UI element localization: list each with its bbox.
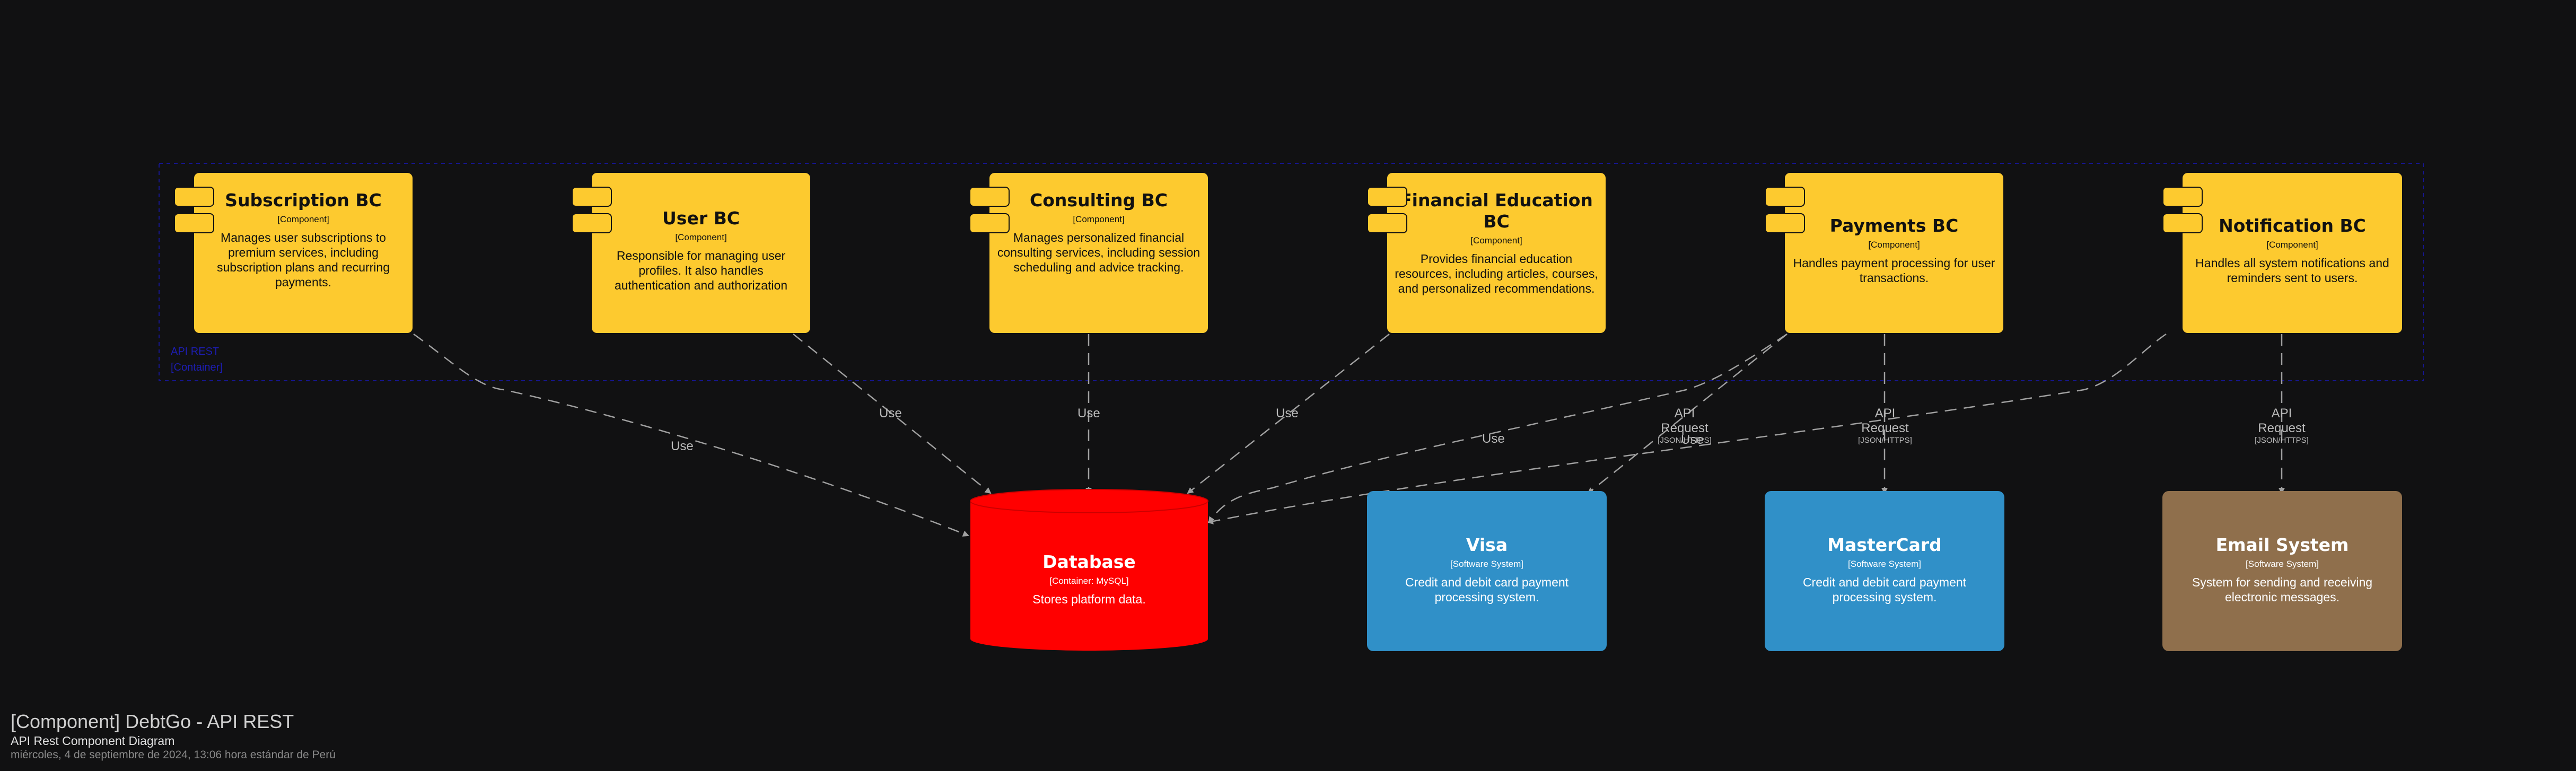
external-type: [Software System] [1450, 559, 1523, 569]
component-notification-bc[interactable]: Notification BC [Component] Handles all … [2162, 173, 2402, 333]
database-title: Database [1042, 551, 1136, 572]
component-description: Handles all system notifications and rem… [2195, 256, 2389, 285]
external-title: Email System [2215, 535, 2349, 555]
database-cylinder [970, 489, 1208, 651]
component-title: Notification BC [2219, 215, 2366, 236]
component-type: [Component] [1073, 214, 1125, 224]
external-title: Visa [1466, 535, 1508, 555]
component-description: Provides financial education resources, … [1395, 252, 1598, 295]
component-title: Consulting BC [1030, 190, 1168, 211]
edge-user-database [793, 334, 992, 494]
component-type: [Component] [675, 232, 727, 242]
component-subscription-bc[interactable]: Subscription BC [Component] Manages user… [174, 173, 413, 333]
component-type: [Component] [2266, 240, 2318, 250]
diagram-subtitle: API Rest Component Diagram [11, 734, 175, 748]
api-rest-boundary [159, 163, 2424, 381]
edge-label: API Request [JSON/HTTPS] [1658, 406, 1712, 445]
component-title: Financial Education BC [1400, 190, 1593, 232]
component-financial-education-bc[interactable]: Financial Education BC [Component] Provi… [1367, 173, 1606, 333]
edge-label: API Request [JSON/HTTPS] [2255, 406, 2309, 445]
edge-label: Use [879, 406, 902, 420]
edge-subscription-database [413, 333, 969, 537]
external-description: Credit and debit card payment processing… [1802, 575, 1967, 604]
component-type: [Component] [277, 214, 329, 224]
boundary-type: [Container] [171, 362, 223, 373]
component-title: Subscription BC [225, 190, 382, 211]
diagram-title: [Component] DebtGo - API REST [11, 711, 294, 732]
component-type: [Component] [1470, 235, 1522, 246]
edge-label: Use [1276, 406, 1299, 420]
external-email-system[interactable]: Email System [Software System] System fo… [2162, 491, 2402, 651]
component-title: Payments BC [1829, 215, 1959, 236]
external-type: [Software System] [2246, 559, 2319, 569]
boundary-label: API REST [171, 346, 220, 357]
database-description: Stores platform data. [1032, 592, 1146, 606]
component-consulting-bc[interactable]: Consulting BC [Component] Manages person… [969, 173, 1208, 333]
edge-notification-database [1207, 333, 2167, 524]
database-node[interactable]: Database [Container: MySQL] Stores platf… [970, 551, 1208, 607]
external-description: Credit and debit card payment processing… [1405, 575, 1569, 604]
component-title: User BC [662, 208, 740, 229]
component-description: Manages personalized financial consultin… [997, 231, 1201, 274]
edge-payments-visa [1587, 334, 1788, 494]
edge-label: API Request [JSON/HTTPS] [1858, 406, 1912, 445]
edge-payments-database [1208, 333, 1788, 523]
external-visa[interactable]: Visa [Software System] Credit and debit … [1367, 491, 1607, 651]
external-type: [Software System] [1848, 559, 1921, 569]
component-description: Handles payment processing for user tran… [1793, 256, 1995, 285]
component-description: Responsible for managing user profiles. … [614, 249, 788, 292]
edge-label: Use [671, 439, 694, 453]
edge-financial-database [1187, 334, 1390, 494]
diagram-datetime: miércoles, 4 de septiembre de 2024, 13:0… [11, 749, 336, 761]
component-description: Manages user subscriptions to premium se… [216, 231, 390, 289]
component-user-bc[interactable]: User BC [Component] Responsible for mana… [572, 173, 810, 333]
edge-label: Use [1077, 406, 1100, 420]
external-mastercard[interactable]: MasterCard [Software System] Credit and … [1765, 491, 2004, 651]
database-type: [Container: MySQL] [1049, 576, 1129, 586]
external-description: System for sending and receiving electro… [2192, 575, 2373, 604]
edge-label: Use [1681, 433, 1704, 447]
external-title: MasterCard [1827, 535, 1942, 555]
component-payments-bc[interactable]: Payments BC [Component] Handles payment … [1765, 173, 2003, 333]
edge-label: Use [1482, 432, 1505, 446]
component-type: [Component] [1868, 240, 1920, 250]
